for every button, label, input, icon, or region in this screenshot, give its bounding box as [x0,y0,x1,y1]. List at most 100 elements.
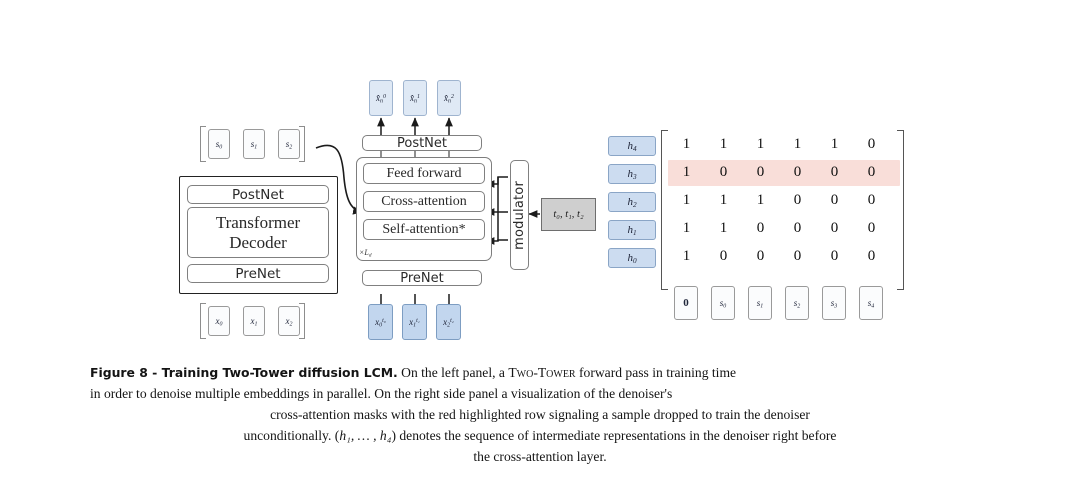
caption-line-3: cross-attention masks with the red highl… [270,407,810,423]
mask-cell: 0 [719,164,728,180]
noisy-input-1: x1t₁ [402,304,427,340]
mask-cell: 1 [719,220,728,236]
mask-cell: 0 [793,248,802,264]
modulator-label: modulator [512,180,527,250]
mask-col-label-1: s0 [711,286,735,320]
input-embedding-2-label: x2 [285,316,293,328]
noisy-input-0-label: x0t₀ [375,317,386,329]
mask-cell: 0 [756,248,765,264]
cross-attention-block: Cross-attention [363,191,485,212]
mask-col-label-5: s4 [859,286,883,320]
mask-col-label-1-text: s0 [719,298,727,310]
context-embedding-1-label: s1 [250,139,258,151]
caption-math-h-sequence: h₁, … , h₄ [339,428,392,444]
caption-line-4: unconditionally. (h₁, … , h₄) denotes th… [90,425,990,446]
input-embedding-0: x0 [208,306,230,336]
mask-col-label-0-text: 0 [683,297,689,309]
mask-cell: 1 [793,136,802,152]
matrix-bracket-right [897,130,904,290]
input-embedding-2: x2 [278,306,300,336]
mask-row-label-1-text: h3 [627,168,637,182]
context-embedding-0-label: s0 [215,139,223,151]
mask-row-label-3-text: h1 [627,224,637,238]
mask-row-label-2: h2 [608,192,656,212]
mask-cell: 0 [867,164,876,180]
mask-cell: 0 [830,248,839,264]
figure-caption: Figure 8 - Training Two-Tower diffusion … [90,362,990,467]
context-bracket-left [200,126,206,162]
left-prenet-block: PreNet [187,264,329,283]
mask-cell: 0 [867,136,876,152]
mask-row-label-2-text: h2 [627,196,637,210]
noisy-input-2: x2t₂ [436,304,461,340]
mask-row-label-0: h4 [608,136,656,156]
input-bracket-right [299,303,305,339]
mask-col-label-3: s2 [785,286,809,320]
table-row: 1 0 0 0 0 0 [668,164,890,181]
caption-lead: Figure 8 - Training Two-Tower diffusion … [90,365,398,380]
input-embedding-0-label: x0 [215,316,223,328]
timesteps-box: t₀, t₁, t₂ [541,198,596,231]
mask-cell: 0 [867,220,876,236]
caption-text-4b: ) denotes the sequence of intermediate r… [391,428,837,444]
mask-cell: 1 [756,136,765,152]
output-embedding-1-label: x̂n1 [410,93,420,105]
mask-col-label-2-text: s1 [756,298,764,310]
transformer-decoder-block: Transformer Decoder [187,207,329,258]
noisy-input-2-label: x2t₂ [443,317,454,329]
table-row: 1 1 1 0 0 0 [668,192,890,209]
transformer-decoder-line2: Decoder [229,232,287,252]
caption-smallcaps-twotower: Two-Tower [508,365,576,380]
matrix-bracket-left [661,130,668,290]
output-embedding-0: x̂n0 [369,80,393,116]
mask-cell: 0 [793,220,802,236]
caption-line-1: Figure 8 - Training Two-Tower diffusion … [90,362,990,383]
mask-row-label-0-text: h4 [627,140,637,154]
noisy-input-0: x0t₀ [368,304,393,340]
feed-forward-block: Feed forward [363,163,485,184]
layer-repeat-count: ×L [359,248,369,257]
mask-cell: 0 [756,220,765,236]
mask-cell: 0 [830,164,839,180]
context-embedding-0: s0 [208,129,230,159]
table-row: 1 1 1 1 1 0 [668,136,890,153]
context-embedding-2-label: s2 [285,139,293,151]
mask-cell: 1 [682,136,691,152]
mask-col-label-4-text: s3 [830,298,838,310]
input-bracket-left [200,303,206,339]
caption-text-1a: On the left panel, a [401,365,505,380]
mask-row-label-4-text: h0 [627,252,637,266]
table-row: 1 0 0 0 0 0 [668,248,890,265]
mask-cell: 1 [682,248,691,264]
mask-col-label-4: s3 [822,286,846,320]
cross-attention-mask-matrix: h4 h3 h2 h1 h0 1 1 1 1 1 0 1 0 0 0 0 0 [604,124,904,334]
mask-cell: 1 [682,192,691,208]
context-embedding-2: s2 [278,129,300,159]
mask-cell: 1 [682,164,691,180]
output-embedding-1: x̂n1 [403,80,427,116]
input-embedding-1-label: x1 [250,316,258,328]
output-embedding-2: x̂n2 [437,80,461,116]
mask-cell: 0 [793,164,802,180]
mask-col-label-3-text: s2 [793,298,801,310]
highlighted-row-band [668,160,900,186]
mask-cell: 1 [830,136,839,152]
caption-line-5: the cross-attention layer. [473,449,607,465]
mask-row-label-4: h0 [608,248,656,268]
caption-text-1b: forward pass in training time [579,365,737,380]
mask-cell: 0 [719,248,728,264]
mask-cell: 0 [830,220,839,236]
mask-cell: 1 [682,220,691,236]
mask-col-label-5-text: s4 [867,298,875,310]
mask-row-label-1: h3 [608,164,656,184]
noisy-input-1-label: x1t₁ [409,317,420,329]
left-postnet-block: PostNet [187,185,329,204]
right-prenet-block: PreNet [362,270,482,286]
mask-cell: 0 [867,248,876,264]
mask-cell: 0 [793,192,802,208]
mask-cell: 0 [756,164,765,180]
mask-cell: 0 [830,192,839,208]
output-embedding-2-label: x̂n2 [444,93,454,105]
mask-col-label-0: 0 [674,286,698,320]
